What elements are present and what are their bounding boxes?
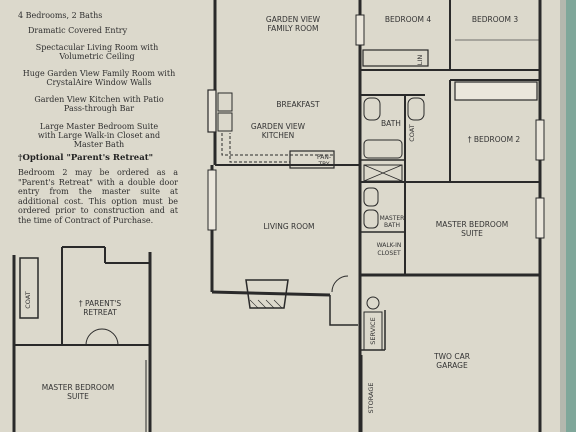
feature-4: Volumetric Ceiling [59,52,135,61]
garage-label-2: GARAGE [436,361,468,370]
feature-9: Large Master Bedroom Suite [39,122,159,131]
feature-7: Garden View Kitchen with Patio [34,95,164,104]
inset-master-label-2: SUITE [67,392,89,401]
walkin-closet-label-2: CLOSET [377,250,401,257]
master-bath-label: MASTER [380,215,405,222]
living-room-label: LIVING ROOM [263,222,314,231]
kitchen-label: GARDEN VIEW [251,122,306,131]
optional-heading: †Optional "Parent's Retreat" [18,153,154,163]
inset-coat-label: COAT [24,291,32,308]
bedroom3-label: BEDROOM 3 [472,15,519,24]
bedroom4-label: BEDROOM 4 [385,15,432,24]
pantry-label-2: TRY [317,161,329,168]
feature-3: Spectacular Living Room with [35,43,159,52]
master-suite-label: MASTER BEDROOM [436,220,508,229]
feature-5: Huge Garden View Family Room with [22,69,176,78]
feature-6: CrystalAire Window Walls [46,78,152,87]
family-room-label-2: FAMILY ROOM [267,24,318,33]
feature-8: Pass-through Bar [63,104,135,113]
master-suite-label-2: SUITE [461,229,483,238]
coat-label: COAT [408,124,416,141]
feature-11: Master Bath [73,140,125,149]
storage-label: STORAGE [367,383,375,414]
bath-label: BATH [381,119,401,128]
service-label: SERVICE [369,317,377,344]
garage-label: TWO CAR [433,352,470,361]
linen-label: LIN [416,55,424,66]
master-bath-label-2: BATH [384,222,400,229]
kitchen-label-2: KITCHEN [262,131,295,140]
walkin-closet-label: WALK-IN [377,242,402,249]
inset-master-label: MASTER BEDROOM [42,383,114,392]
feature-1: 4 Bedrooms, 2 Baths [18,11,103,20]
optional-description: Bedroom 2 may be ordered as a "Parent's … [18,168,178,225]
pantry-label: PAN- [317,154,331,161]
retreat-label-2: RETREAT [83,308,117,317]
retreat-label: † PARENT'S [79,299,122,308]
feature-10: with Large Walk-in Closet and [37,131,161,140]
breakfast-label: BREAKFAST [276,100,320,109]
bedroom2-label: † BEDROOM 2 [468,135,521,144]
family-room-label: GARDEN VIEW [266,15,321,24]
feature-2: Dramatic Covered Entry [28,26,128,35]
